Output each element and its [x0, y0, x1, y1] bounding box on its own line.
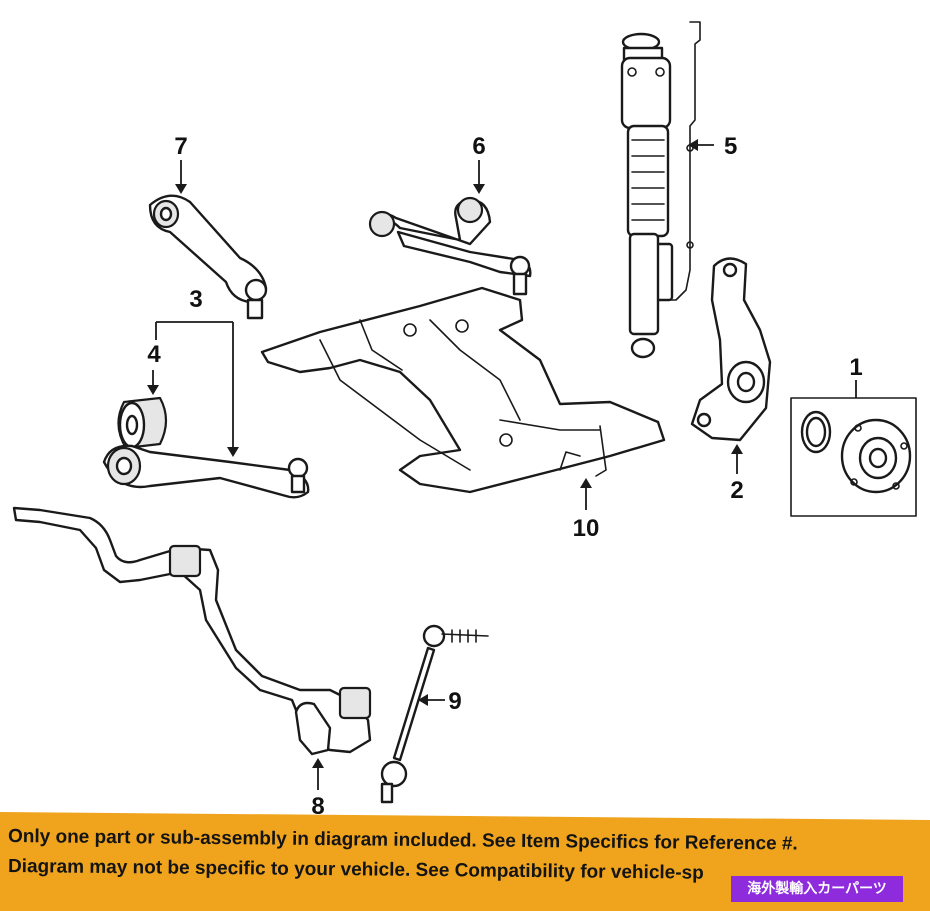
lower-arm-part-3	[102, 444, 310, 499]
callout-numbers: 7 6 5 3 4 1 2 10 9 8	[147, 133, 862, 820]
knuckle-part-2	[690, 257, 772, 442]
wishbone-part-6	[368, 196, 532, 296]
callout-3: 3	[189, 286, 202, 313]
callout-9: 9	[448, 688, 461, 715]
callout-10: 10	[573, 515, 600, 542]
callout-2: 2	[730, 477, 743, 504]
air-strut-part-5	[620, 21, 701, 359]
callout-7: 7	[174, 133, 187, 160]
stabilizer-bar-part-8	[12, 506, 372, 756]
bushing-part-4	[117, 396, 168, 450]
callout-4: 4	[147, 341, 161, 368]
hub-assembly-part-1	[790, 397, 917, 517]
subframe-part-10	[260, 286, 666, 494]
disclaimer-banner	[0, 812, 930, 911]
callout-6: 6	[472, 133, 485, 160]
leader-lines	[147, 139, 857, 790]
callout-5: 5	[724, 133, 737, 160]
stabilizer-link-part-9	[380, 624, 489, 804]
callout-1: 1	[849, 354, 862, 381]
callout-8: 8	[311, 793, 324, 820]
control-arm-part-7	[148, 194, 268, 320]
seller-tag: 海外製輸入カーパーツ	[731, 876, 903, 902]
